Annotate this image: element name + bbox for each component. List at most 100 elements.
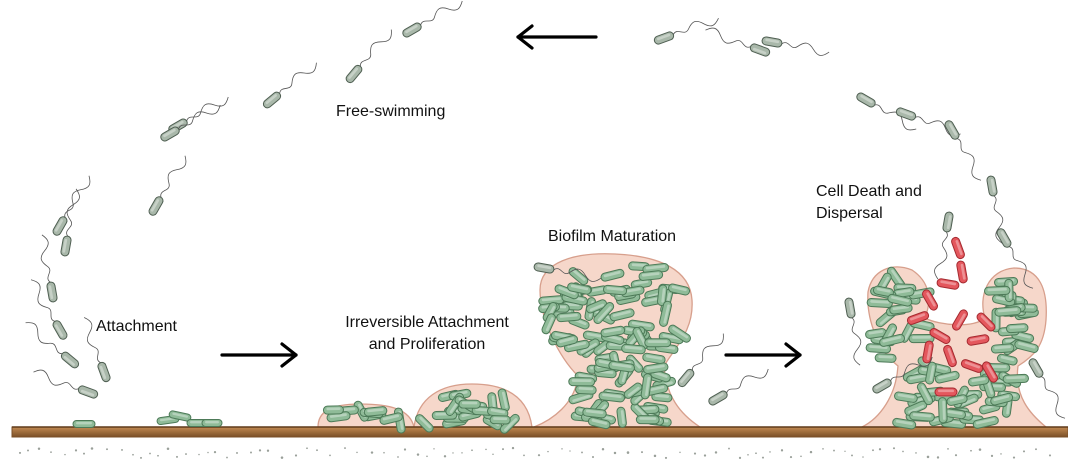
speckle: [344, 447, 346, 449]
bacterium: [73, 421, 95, 428]
speckle: [250, 452, 252, 454]
bacterium: [323, 406, 343, 414]
speckle: [176, 456, 178, 458]
speckle: [91, 447, 94, 450]
bacterium: [603, 285, 627, 295]
speckle: [762, 457, 764, 459]
speckle: [915, 452, 917, 454]
bacterium: [364, 406, 387, 416]
flagellum: [781, 39, 830, 57]
speckle: [371, 451, 373, 453]
flagellum: [704, 26, 752, 52]
speckle: [547, 451, 548, 452]
speckle: [83, 453, 85, 455]
speckle: [979, 448, 982, 451]
speckle: [694, 452, 696, 454]
speckle: [461, 452, 462, 453]
planktonic-bacterium: [933, 211, 954, 280]
bacterium: [950, 236, 965, 259]
planktonic-bacterium: [843, 297, 864, 366]
speckle: [970, 450, 972, 452]
bacterium: [1003, 374, 1029, 383]
bacterium: [991, 344, 1014, 354]
speckle: [236, 452, 238, 454]
bacterium: [935, 388, 957, 396]
speckle: [383, 452, 385, 454]
bacterium: [575, 385, 596, 394]
bacterium: [556, 312, 581, 322]
bacterium: [936, 278, 959, 290]
speckle: [452, 452, 453, 453]
bacterium: [459, 400, 481, 408]
speckle: [862, 456, 864, 458]
planktonic-bacterium: [704, 26, 771, 58]
speckle: [614, 452, 616, 454]
speckle: [1049, 454, 1051, 456]
irreversible-attachment-label: Irreversible Attachment and Proliferatio…: [322, 312, 532, 356]
speckle: [259, 449, 261, 451]
flagellum: [184, 93, 230, 125]
flagellum: [933, 231, 951, 280]
bacterium: [645, 339, 671, 347]
speckle: [512, 447, 514, 449]
cell-highlight: [938, 390, 954, 393]
flagellum: [689, 330, 727, 373]
cell-highlight: [912, 336, 931, 339]
flagellum: [32, 368, 80, 394]
speckle: [214, 451, 216, 453]
speckle: [833, 450, 835, 452]
speckle: [800, 455, 802, 457]
bacterium: [909, 411, 934, 421]
planktonic-bacterium: [1027, 357, 1068, 421]
speckle: [747, 454, 749, 456]
planktonic-bacterium: [653, 14, 720, 46]
flagellum: [357, 26, 395, 69]
flagellum: [724, 365, 770, 397]
cell-highlight: [76, 422, 92, 424]
speckle: [947, 448, 949, 450]
bacterium: [636, 416, 659, 424]
speckle: [1035, 448, 1037, 450]
speckle: [627, 451, 630, 454]
surface-layer: [12, 427, 1068, 459]
speckle: [879, 448, 881, 450]
speckle: [927, 456, 930, 459]
speckle: [739, 457, 741, 459]
cell-highlight: [648, 340, 668, 343]
speckle: [592, 456, 594, 458]
speckle: [121, 449, 123, 451]
cell-death-dispersal-label: Cell Death and Dispersal: [816, 181, 922, 225]
biofilm-maturation-label: Biofilm Maturation: [548, 226, 676, 248]
speckle: [602, 448, 604, 450]
cell-highlight: [572, 379, 592, 382]
speckle: [167, 448, 170, 451]
speckle: [851, 454, 853, 456]
speckle: [426, 456, 428, 458]
cell-death-dispersal-line2: Dispersal: [816, 203, 922, 225]
speckle: [569, 450, 570, 451]
speckle: [356, 452, 358, 454]
speckle: [281, 456, 284, 459]
speckle: [654, 455, 656, 457]
flagellum: [953, 136, 985, 182]
speckle: [755, 452, 757, 454]
speckle: [581, 451, 583, 453]
attachment-label: Attachment: [96, 316, 177, 338]
speckle: [471, 449, 473, 451]
cell-highlight: [205, 421, 219, 423]
bacterium: [490, 416, 510, 424]
speckle: [561, 448, 562, 449]
speckle: [157, 455, 159, 457]
speckle: [444, 455, 446, 457]
flagellum: [37, 234, 55, 283]
speckle: [937, 456, 939, 458]
speckle: [306, 447, 308, 449]
speckle: [267, 450, 269, 452]
planktonic-bacterium: [943, 119, 985, 183]
bacterium: [621, 344, 645, 354]
planktonic-bacterium: [261, 59, 319, 110]
speckle: [185, 453, 187, 455]
speckle: [523, 454, 525, 456]
